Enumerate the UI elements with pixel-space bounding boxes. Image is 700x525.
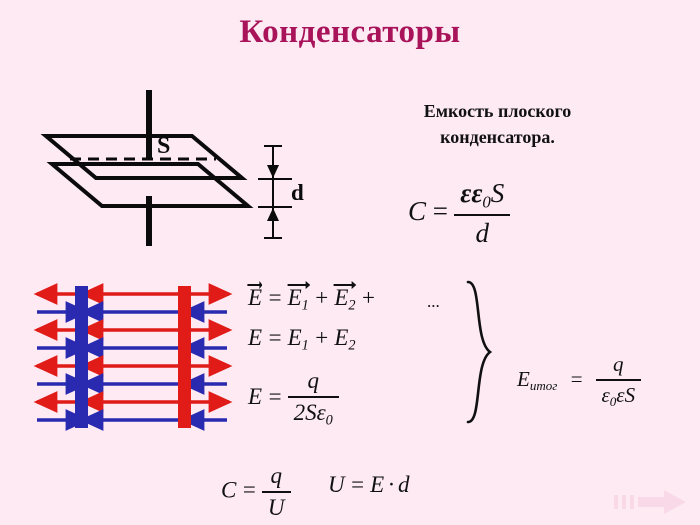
vector-E1: E1 <box>287 281 310 315</box>
total-field-fraction: q ε0εS <box>595 352 642 410</box>
vector-E2-subscript: 2 <box>348 297 356 314</box>
capacitance-fraction: εε0S d <box>454 178 511 249</box>
scalar-E2-subscript: 2 <box>348 337 356 354</box>
section-subtitle: Емкость плоского конденсатора. <box>360 98 635 150</box>
vector-equals: = <box>267 285 283 310</box>
den-S: S <box>305 400 317 425</box>
area-S: S <box>490 178 505 208</box>
cq-equals: = <box>241 477 257 503</box>
fraction-bar <box>261 491 291 493</box>
distance-arrow <box>258 145 292 239</box>
den-epsilon-r: ε <box>616 383 625 407</box>
cq-fraction: q U <box>261 463 291 521</box>
ued-d: d <box>397 472 410 497</box>
single-field-numerator: q <box>307 368 319 393</box>
single-field-lhs: E <box>248 384 263 410</box>
vector-E-total: E <box>247 281 263 311</box>
watermark-arrow-icon <box>612 486 692 518</box>
ued-lhs: U <box>328 472 345 497</box>
positive-plate <box>178 286 191 428</box>
field-diagram-svg <box>33 283 233 431</box>
fraction-bar <box>454 214 511 217</box>
den-epsilon-subscript: 0 <box>325 412 333 429</box>
cq-denominator: U <box>267 495 285 520</box>
single-field-denominator: 2Sε0 <box>288 399 339 430</box>
vector-ellipsis: ... <box>427 292 440 311</box>
total-field-lhs: E <box>517 366 530 391</box>
formula-total-field: Eитог = q ε0εS <box>517 352 642 410</box>
vector-E-symbol: E <box>248 285 263 310</box>
formula-voltage-field: U=E·d <box>328 472 409 498</box>
watermark-svg <box>614 490 686 514</box>
vector-E2-symbol: E <box>334 285 349 310</box>
formula-charge-voltage: C= q U <box>221 463 291 521</box>
total-field-numerator: q <box>613 352 624 376</box>
epsilon-r: ε <box>460 178 472 208</box>
total-field-denominator: ε0εS <box>596 382 642 410</box>
parallel-plate-diagram <box>30 88 330 268</box>
formula-capacitance: C= εε0S d <box>408 178 511 249</box>
ued-equals: = <box>349 472 366 497</box>
vector-plus-1: + <box>313 285 330 310</box>
capacitance-denominator: d <box>475 218 490 249</box>
den-epsilon-zero: ε <box>601 383 610 407</box>
formula-single-plate-field: E= q 2Sε0 <box>248 368 339 430</box>
total-field-subscript: итог <box>529 378 558 394</box>
scalar-E1: E <box>287 325 302 350</box>
single-field-fraction: q 2Sε0 <box>287 368 339 430</box>
scalar-plus: + <box>313 325 330 350</box>
epsilon-zero: ε <box>471 178 483 208</box>
total-field-equals: = <box>569 366 584 391</box>
capacitance-equals: = <box>431 195 450 226</box>
epsilon-zero-subscript: 0 <box>482 192 491 212</box>
subtitle-line-2: конденсатора. <box>440 127 555 148</box>
scalar-E2: E <box>334 325 349 350</box>
den-epsilon: ε <box>316 400 326 425</box>
upper-plate <box>40 134 248 180</box>
plate-area-label: S <box>157 133 171 159</box>
vector-E1-subscript: 1 <box>301 297 309 314</box>
scalar-E: E <box>248 325 263 350</box>
den-two: 2 <box>293 400 306 425</box>
ued-dot: · <box>388 472 394 497</box>
den-S: S <box>624 383 636 407</box>
page-title: Конденсаторы <box>239 14 461 50</box>
scalar-E1-subscript: 1 <box>301 337 309 354</box>
brace-icon <box>466 280 493 424</box>
negative-plate <box>75 286 88 428</box>
grouping-brace <box>462 278 502 426</box>
formula-scalar-superposition: E=E1+E2 <box>248 325 356 355</box>
cq-lhs: C <box>221 477 237 503</box>
ued-E: E <box>370 472 385 497</box>
electric-field-diagram <box>24 282 239 432</box>
plate-distance-label: d <box>291 180 304 205</box>
fraction-bar <box>595 379 642 381</box>
lower-plate <box>46 162 254 208</box>
capacitance-lhs: C <box>408 195 427 226</box>
plate-diagram-svg <box>40 90 292 246</box>
vector-E1-symbol: E <box>287 285 302 310</box>
den-epsilon-zero-subscript: 0 <box>609 394 617 410</box>
cq-numerator: q <box>270 463 282 488</box>
fraction-bar <box>287 396 339 398</box>
vector-plus-2: + <box>360 285 377 310</box>
capacitance-numerator: εε0S <box>454 178 510 213</box>
single-field-equals: = <box>267 384 283 410</box>
formula-vector-superposition: E = E1 + E2 + <box>247 281 381 315</box>
scalar-equals: = <box>267 325 283 350</box>
vector-E2: E2 <box>333 281 357 315</box>
subtitle-line-1: Емкость плоского <box>423 101 572 121</box>
